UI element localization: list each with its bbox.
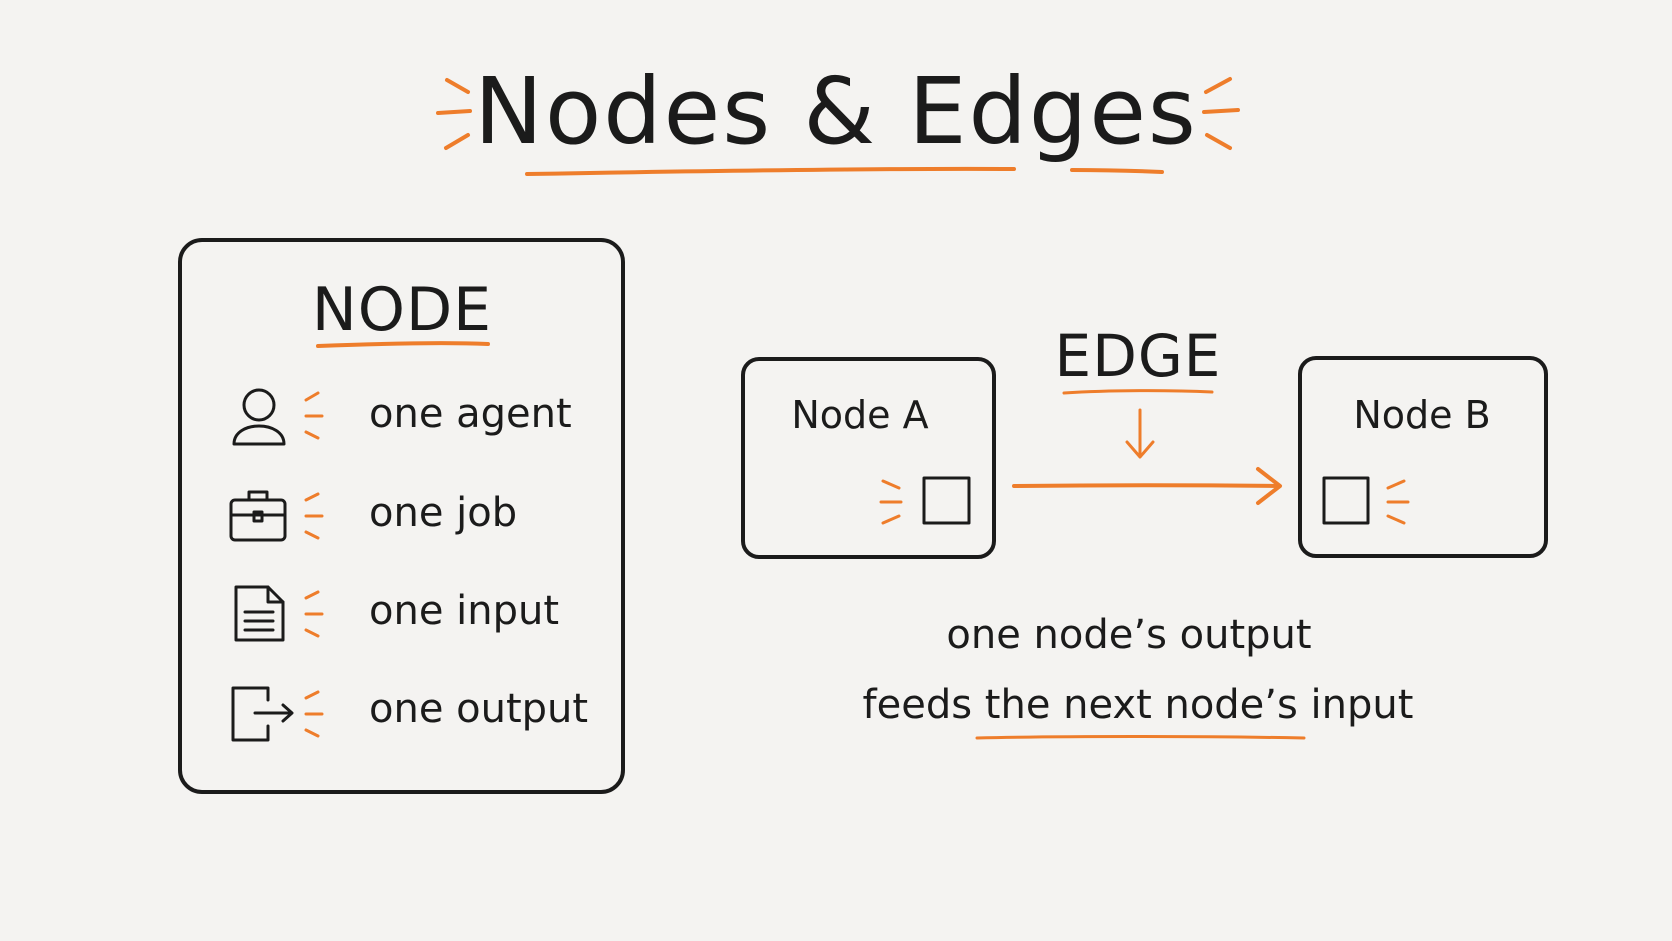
- sparkle-icon: [1386, 479, 1410, 525]
- node-item-agent: one agent: [232, 388, 572, 446]
- edge-label-underline: [1062, 389, 1214, 395]
- document-icon: [234, 585, 285, 642]
- caption-underline: [975, 735, 1306, 740]
- output-port-icon: [922, 476, 971, 525]
- node-item-input: one input: [234, 585, 559, 642]
- title-underline: [525, 166, 1164, 176]
- page-title: Nodes & Edges: [474, 58, 1198, 165]
- caption-line-1: one node’s output: [946, 612, 1311, 658]
- input-port-icon: [1322, 476, 1370, 525]
- node-b-label: Node B: [1353, 393, 1490, 437]
- exit-arrow-icon: [231, 686, 294, 742]
- node-a-label: Node A: [791, 393, 928, 437]
- title-group: Nodes & Edges: [436, 58, 1240, 176]
- node-b-box: Node B: [1298, 356, 1548, 558]
- edge-diagram: Node A EDGE Node B one node: [741, 322, 1548, 740]
- sparkle-icon: [304, 391, 324, 440]
- caption-line-2: feeds the next node’s input: [863, 682, 1414, 728]
- node-item-label: one input: [369, 588, 559, 634]
- person-icon: [232, 388, 286, 446]
- node-item-job: one job: [229, 490, 517, 542]
- node-item-label: one output: [369, 686, 588, 732]
- sparkle-icon: [304, 690, 324, 738]
- sparkle-icon: [304, 492, 324, 540]
- title-sparkle-left-icon: [436, 78, 472, 150]
- node-card: NODE one agent one job: [178, 238, 625, 794]
- node-card-heading-underline: [316, 341, 490, 348]
- node-item-label: one job: [369, 490, 517, 536]
- node-item-output: one output: [231, 686, 588, 742]
- edge-arrow: [1012, 467, 1282, 505]
- node-a-box: Node A: [741, 357, 996, 559]
- node-card-border: [178, 238, 625, 794]
- edge-label: EDGE: [1055, 322, 1222, 390]
- briefcase-icon: [229, 490, 287, 542]
- node-card-heading: NODE: [312, 275, 492, 345]
- node-item-label: one agent: [369, 391, 572, 437]
- edge-down-arrow-icon: [1125, 408, 1155, 459]
- title-sparkle-right-icon: [1202, 77, 1240, 150]
- sparkle-icon: [304, 590, 324, 638]
- sparkle-icon: [879, 479, 903, 525]
